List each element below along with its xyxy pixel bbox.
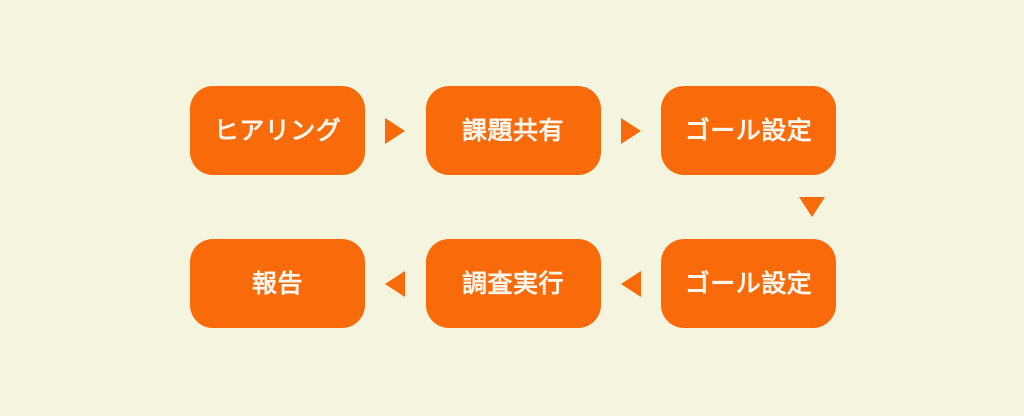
flow-node-label: ヒアリング [213, 116, 342, 145]
triangle-down-icon [798, 197, 825, 217]
flow-row-top: ヒアリング 課題共有 ゴール設定 [190, 86, 836, 175]
flow-node-goal-setting-bottom[interactable]: ゴール設定 [661, 239, 836, 328]
flow-connector-bottom-1 [365, 239, 425, 328]
flow-connector-top-2 [601, 86, 661, 175]
flow-node-hearing[interactable]: ヒアリング [190, 86, 365, 175]
flow-node-label: 報告 [251, 269, 303, 298]
triangle-right-icon [620, 117, 641, 144]
flow-node-report[interactable]: 報告 [190, 239, 365, 328]
flow-grid: ヒアリング 課題共有 ゴール設定 報告 [190, 86, 836, 328]
flow-row-bottom: 報告 調査実行 ゴール設定 [190, 239, 836, 328]
triangle-left-icon [620, 270, 641, 297]
flow-connector-bottom-2 [601, 239, 661, 328]
flow-node-issue-sharing[interactable]: 課題共有 [425, 86, 601, 175]
flow-node-label: ゴール設定 [684, 269, 813, 298]
triangle-right-icon [385, 117, 406, 144]
flow-connector-top-1 [365, 86, 425, 175]
flow-connector-vertical [724, 175, 899, 239]
flow-node-label: ゴール設定 [684, 116, 813, 145]
flow-node-label: 調査実行 [461, 269, 564, 298]
triangle-left-icon [385, 270, 406, 297]
flow-node-survey-execution[interactable]: 調査実行 [425, 239, 601, 328]
flow-node-goal-setting-top[interactable]: ゴール設定 [661, 86, 836, 175]
flow-node-label: 課題共有 [461, 116, 564, 145]
